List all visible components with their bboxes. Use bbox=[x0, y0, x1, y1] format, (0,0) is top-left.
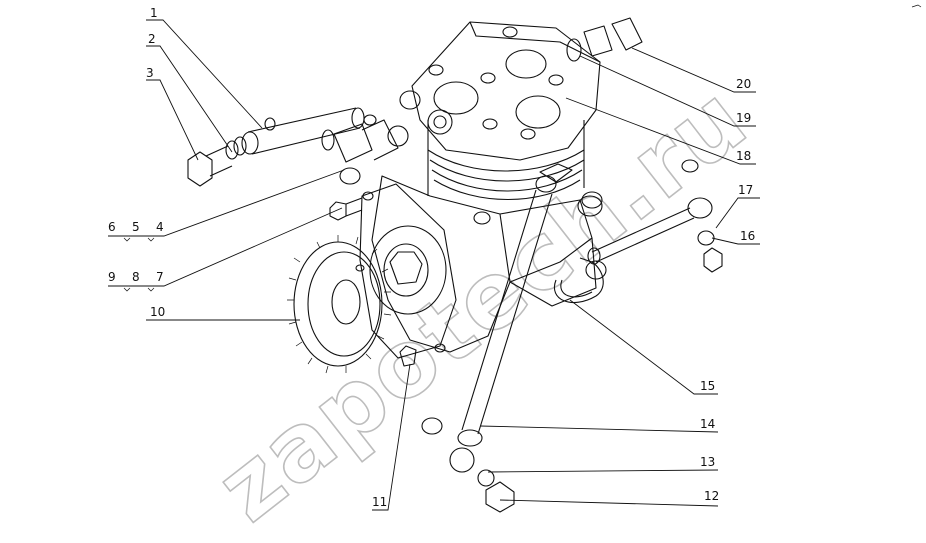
pipe-icon bbox=[241, 107, 365, 155]
callout-3: 3 bbox=[146, 66, 154, 80]
washer-icon bbox=[421, 417, 443, 435]
callout-16: 16 bbox=[740, 229, 755, 243]
callout-8: 8 bbox=[132, 270, 140, 284]
bolt-icon bbox=[187, 140, 239, 187]
elbow-fitting-icon bbox=[611, 17, 643, 51]
callout-12: 12 bbox=[704, 489, 719, 503]
bolt-icon bbox=[399, 345, 417, 367]
callout-1: 1 bbox=[150, 6, 158, 20]
callout-group-marks bbox=[123, 237, 155, 292]
callout-6: 6 bbox=[108, 220, 116, 234]
callout-13: 13 bbox=[700, 455, 715, 469]
washer-icon bbox=[697, 230, 715, 246]
hose-icon bbox=[560, 279, 593, 298]
bolt-icon bbox=[703, 247, 723, 273]
compressor-assembly bbox=[355, 21, 603, 359]
washer-icon bbox=[233, 136, 247, 156]
callout-5: 5 bbox=[132, 220, 140, 234]
corner-mark-icon bbox=[911, 4, 922, 8]
gear-icon bbox=[287, 235, 392, 374]
banjo-fitting-icon bbox=[321, 114, 399, 185]
hose-icon bbox=[553, 257, 604, 304]
callout-9: 9 bbox=[108, 270, 116, 284]
callout-20: 20 bbox=[736, 77, 751, 91]
callout-19: 19 bbox=[736, 111, 751, 125]
bolt-icon bbox=[485, 481, 515, 513]
callout-18: 18 bbox=[736, 149, 751, 163]
callout-10: 10 bbox=[150, 305, 165, 319]
callout-15: 15 bbox=[700, 379, 715, 393]
fitting-icon bbox=[583, 25, 613, 57]
callout-17: 17 bbox=[738, 183, 753, 197]
washer-icon bbox=[681, 159, 699, 173]
leader-lines bbox=[108, 19, 760, 511]
callout-11: 11 bbox=[372, 495, 387, 509]
callout-7: 7 bbox=[156, 270, 164, 284]
bolt-icon bbox=[329, 197, 363, 221]
washer-icon bbox=[566, 38, 582, 62]
callout-14: 14 bbox=[700, 417, 715, 431]
callout-2: 2 bbox=[148, 32, 156, 46]
pipe-icon bbox=[585, 197, 713, 280]
washer-icon bbox=[477, 469, 495, 487]
callout-4: 4 bbox=[156, 220, 164, 234]
pipe-icon bbox=[449, 163, 603, 473]
